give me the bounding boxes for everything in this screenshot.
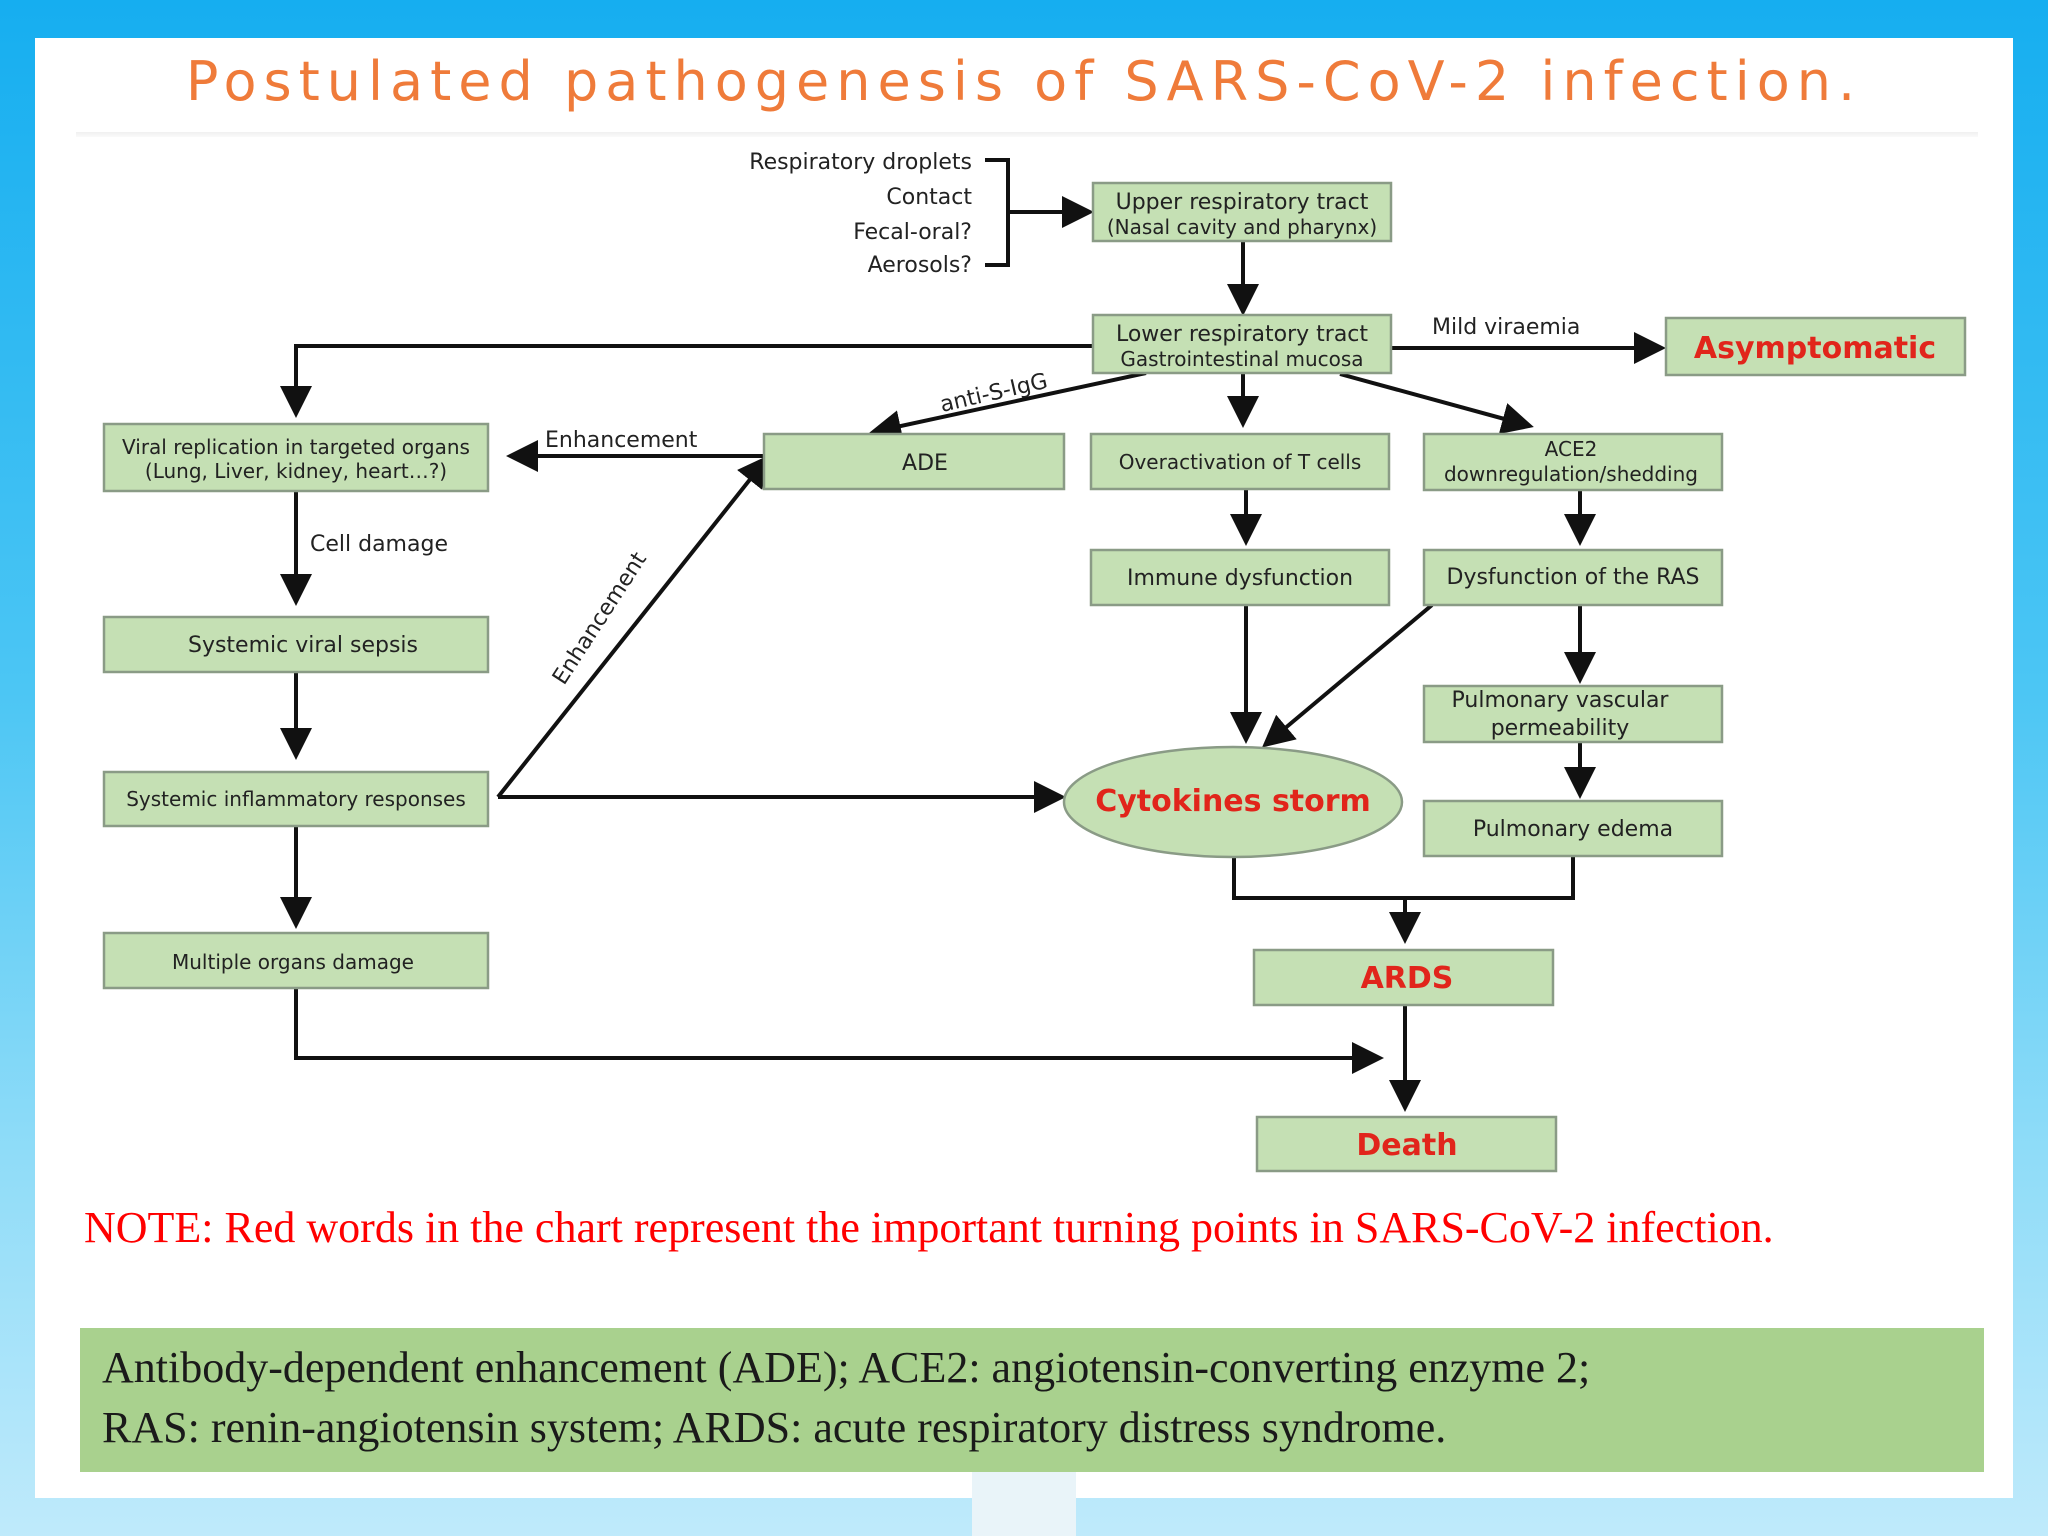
asymptomatic-label: Asymptomatic [1694, 331, 1936, 366]
organs-damage-label: Multiple organs damage [172, 950, 414, 974]
ace2-line-1: ACE2 [1545, 437, 1598, 461]
edge-lower-viral-replication [280, 344, 1093, 418]
inflammatory-label: Systemic inflammatory responses [126, 787, 466, 811]
node-multiple-organs-damage: Multiple organs damage [102, 931, 490, 990]
label-mild-viraemia: Mild viraemia [1432, 315, 1580, 340]
node-t-cell-overactivation: Overactivation of T cells [1089, 432, 1391, 491]
sepsis-label: Systemic viral sepsis [188, 633, 418, 658]
abbreviations-line-1: Antibody-dependent enhancement (ADE); AC… [102, 1343, 1591, 1392]
edge-organs-death [294, 988, 1384, 1074]
permeability-line-2: permeability [1491, 716, 1630, 741]
viral-replication-line-1: Viral replication in targeted organs [122, 435, 470, 459]
node-immune-dysfunction: Immune dysfunction [1089, 548, 1391, 607]
route-aerosols: Aerosols? [868, 253, 972, 278]
bottom-tab-strip [972, 1472, 1076, 1536]
node-lower-respiratory-tract: Lower respiratory tract Gastrointestinal… [1091, 313, 1393, 375]
tcells-label: Overactivation of T cells [1119, 450, 1362, 474]
death-label: Death [1356, 1128, 1457, 1163]
node-pulmonary-vascular-permeability: Pulmonary vascular permeability [1422, 684, 1724, 744]
immune-label: Immune dysfunction [1127, 566, 1353, 591]
edge-lower-ace2 [1339, 372, 1534, 435]
edge-ras-storm [1261, 603, 1434, 748]
upper-line-1: Upper respiratory tract [1116, 190, 1369, 215]
node-viral-replication: Viral replication in targeted organs (Lu… [102, 422, 490, 493]
route-fecal-oral: Fecal-oral? [853, 220, 972, 245]
title-divider [76, 132, 1978, 137]
edge-storm-edema-join [1232, 856, 1575, 900]
upper-line-2: (Nasal cavity and pharynx) [1107, 215, 1377, 239]
route-contact: Contact [886, 185, 972, 210]
edge-inflammatory-ade-enhancement [496, 454, 770, 799]
slide-title: Postulated pathogenesis of SARS-CoV-2 in… [185, 50, 1863, 113]
label-anti-s-igg: anti-S-IgG [938, 369, 1050, 418]
ade-label: ADE [902, 451, 948, 476]
ards-label: ARDS [1361, 961, 1454, 996]
transmission-routes: Respiratory droplets Contact Fecal-oral?… [749, 150, 1094, 278]
edema-label: Pulmonary edema [1473, 817, 1673, 842]
node-cytokines-storm: Cytokines storm [1062, 745, 1404, 859]
connectors [280, 242, 1666, 1112]
node-death: Death [1255, 1115, 1558, 1173]
ras-label: Dysfunction of the RAS [1447, 565, 1700, 590]
route-respiratory-droplets: Respiratory droplets [749, 150, 972, 175]
abbreviations-line-2: RAS: renin-angiotensin system; ARDS: acu… [102, 1403, 1447, 1452]
permeability-line-1: Pulmonary vascular [1452, 688, 1670, 713]
viral-replication-line-2: (Lung, Liver, kidney, heart…?) [145, 459, 447, 483]
lower-line-2: Gastrointestinal mucosa [1120, 347, 1363, 371]
turning-points-note: NOTE: Red words in the chart represent t… [84, 1203, 1774, 1252]
node-systemic-viral-sepsis: Systemic viral sepsis [102, 615, 490, 674]
lower-line-1: Lower respiratory tract [1116, 322, 1368, 347]
node-ards: ARDS [1252, 948, 1555, 1007]
routes-bracket [985, 158, 1010, 267]
node-ace2-downregulation: ACE2 downregulation/shedding [1422, 432, 1724, 492]
cytokines-storm-label: Cytokines storm [1095, 784, 1371, 819]
label-cell-damage: Cell damage [310, 532, 448, 557]
edge-lower-ade [869, 371, 1147, 442]
slide-panel [35, 38, 2013, 1498]
node-upper-respiratory-tract: Upper respiratory tract (Nasal cavity an… [1091, 181, 1393, 243]
abbreviations-box: Antibody-dependent enhancement (ADE); AC… [80, 1328, 1984, 1472]
abbreviations-text: Antibody-dependent enhancement (ADE); AC… [102, 1338, 1962, 1458]
node-pulmonary-edema: Pulmonary edema [1422, 799, 1724, 858]
label-enhancement: Enhancement [545, 428, 698, 453]
node-ras-dysfunction: Dysfunction of the RAS [1422, 548, 1724, 607]
ace2-line-2: downregulation/shedding [1444, 462, 1698, 486]
node-ade: ADE [762, 432, 1066, 491]
node-asymptomatic: Asymptomatic [1664, 316, 1967, 377]
node-systemic-inflammatory-responses: Systemic inflammatory responses [102, 770, 490, 828]
